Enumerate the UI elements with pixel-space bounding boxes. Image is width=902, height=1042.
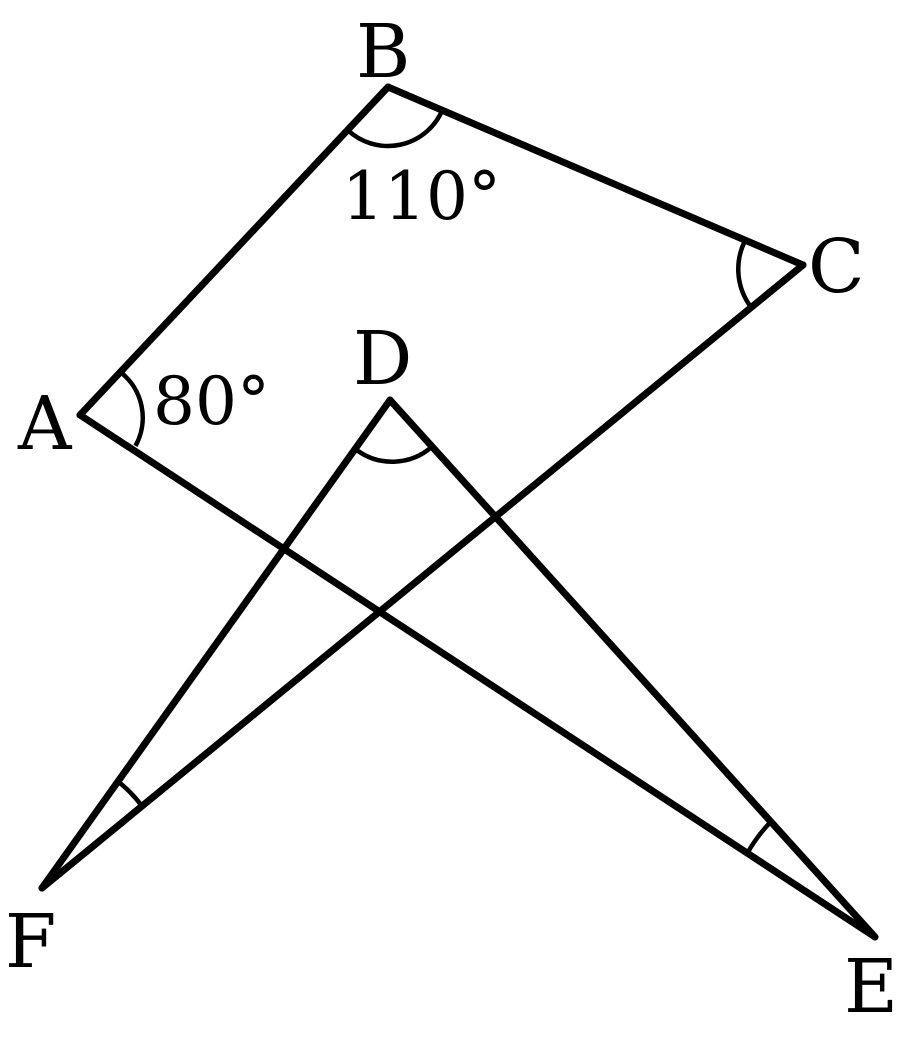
angle-arc-a (119, 370, 145, 447)
segment-cf (38, 261, 807, 892)
angle-arc-d (353, 444, 434, 464)
angle-arc-e (745, 820, 773, 855)
segment-bc (384, 83, 807, 269)
point-label-a: A (17, 381, 73, 467)
angle-label-a: 80° (153, 363, 270, 440)
point-labels: A B C D E F (5, 9, 898, 1030)
angle-arc-f (116, 779, 144, 808)
angle-labels: 80° 110° (153, 158, 501, 440)
angle-arcs (116, 109, 773, 855)
point-label-f: F (5, 899, 56, 985)
angle-label-b: 110° (342, 158, 501, 235)
angle-arc-c (736, 239, 754, 309)
segments (38, 83, 879, 941)
point-label-c: C (808, 224, 865, 310)
angle-arc-b (346, 109, 445, 149)
segment-df (38, 396, 394, 892)
point-label-e: E (844, 944, 898, 1030)
segment-de (386, 396, 879, 941)
segment-ab (76, 83, 392, 419)
point-label-d: D (353, 316, 412, 402)
point-label-b: B (356, 9, 410, 95)
segment-ae (76, 411, 879, 941)
